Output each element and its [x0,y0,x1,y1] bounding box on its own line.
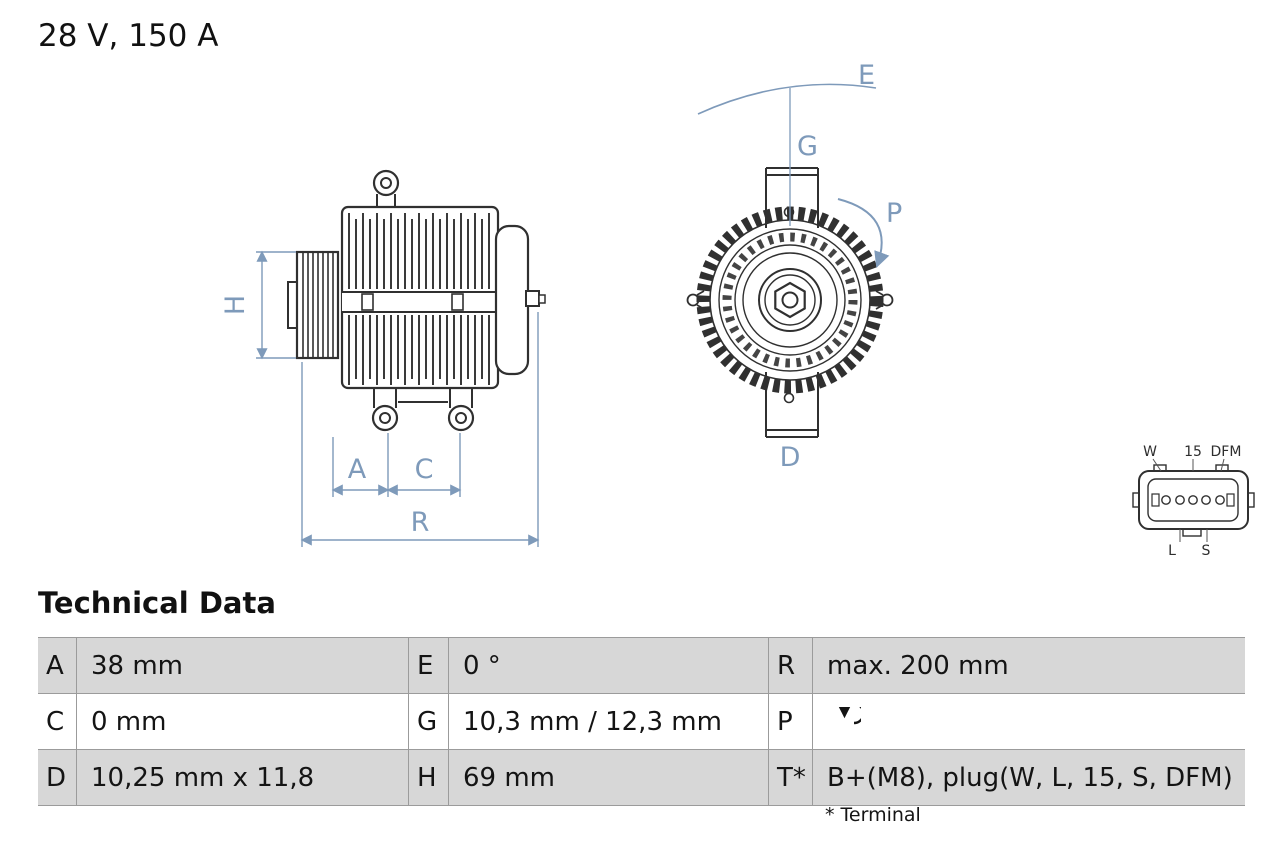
connector-label-w: W [1143,444,1157,460]
key-cell: E [408,638,448,693]
connector-label-15: 15 [1184,444,1202,460]
key-cell: H [408,750,448,805]
value-cell: 38 mm [76,638,408,693]
dim-label-r: R [411,507,430,538]
value-cell: 0 mm [76,694,408,749]
technical-data-table: A 38 mm E 0 ° R max. 200 mm C 0 mm G 10,… [38,637,1245,806]
dim-label-d: D [780,442,801,473]
key-cell: C [46,706,65,737]
dim-label-a: A [348,454,367,485]
value-cell: 69 mm [448,750,768,805]
dim-label-h: H [220,295,251,315]
key-cell: A [46,650,64,681]
terminal-footnote: * Terminal [825,804,921,826]
connector-label-dfm: DFM [1211,444,1242,460]
dim-label-e: E [858,60,875,91]
table-row: D 10,25 mm x 11,8 H 69 mm T* B+(M8), plu… [38,750,1245,806]
table-row: C 0 mm G 10,3 mm / 12,3 mm P [38,694,1245,750]
key-cell: D [46,762,67,793]
side-view [287,169,546,432]
connector-plug-diagram [1132,458,1255,542]
dim-label-p: P [886,198,902,229]
value-cell: 10,3 mm / 12,3 mm [448,694,768,749]
front-view-dimensions [697,83,890,268]
rotation-direction-icon [834,706,861,724]
value-cell: max. 200 mm [812,638,1245,693]
key-cell: G [408,694,448,749]
key-cell: P [768,694,812,749]
table-row: A 38 mm E 0 ° R max. 200 mm [38,638,1245,694]
front-view [686,167,894,438]
value-cell-rotation [812,694,1245,749]
alternator-technical-drawing: H A C R [220,60,1255,559]
key-cell: T* [768,750,812,805]
page-title: 28 V, 150 A [38,18,219,54]
dim-label-c: C [415,454,434,485]
side-view-dimensions [256,250,540,547]
section-title: Technical Data [38,586,276,620]
value-cell: B+(M8), plug(W, L, 15, S, DFM) [812,750,1245,805]
connector-label-l: L [1168,543,1176,559]
dim-label-g: G [797,131,818,162]
value-cell: 10,25 mm x 11,8 [76,750,408,805]
connector-label-s: S [1202,543,1211,559]
key-cell: R [768,638,812,693]
value-cell: 0 ° [448,638,768,693]
